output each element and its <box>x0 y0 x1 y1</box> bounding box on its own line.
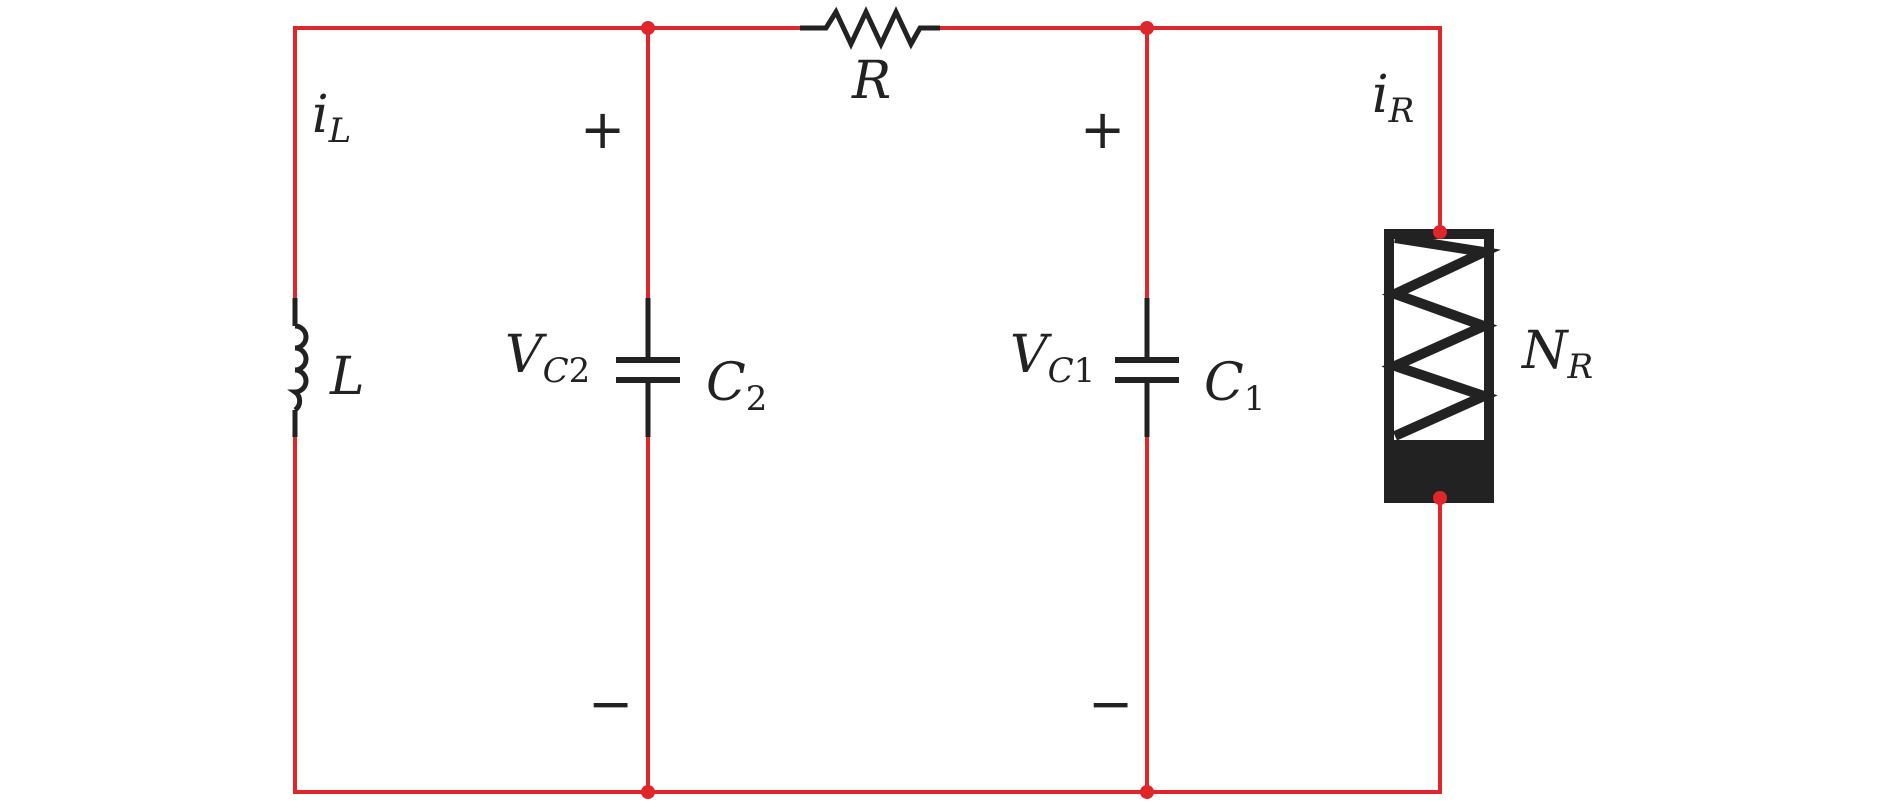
wire-left-lower <box>293 435 1442 794</box>
node-nr-top <box>1433 225 1447 239</box>
capacitor-c1 <box>1115 298 1179 437</box>
wires <box>293 26 1442 794</box>
label-i-r: iR <box>1372 65 1414 131</box>
wire-left-upper <box>293 26 650 300</box>
label-c1: C1 <box>1204 353 1265 419</box>
c2-plus-sign: + <box>580 98 625 161</box>
nr-filled-end <box>1384 440 1494 500</box>
c1-minus-sign: − <box>1088 672 1133 735</box>
label-c2: C2 <box>706 353 767 419</box>
resistor-r <box>800 6 940 50</box>
label-i-l: iL <box>312 85 351 151</box>
node-bottom-c1 <box>1140 785 1154 799</box>
capacitor-c2 <box>616 298 680 437</box>
c2-minus-sign: − <box>588 672 633 735</box>
node-top-c1 <box>1140 21 1154 35</box>
node-top-c2 <box>641 21 655 35</box>
nr-zigzag <box>1381 233 1501 441</box>
label-l: L <box>329 347 365 407</box>
inductor-l <box>287 298 309 437</box>
label-v-c2: VC2 <box>505 325 590 391</box>
label-n-r: NR <box>1520 321 1593 387</box>
node-bottom-c2 <box>641 785 655 799</box>
label-v-c1: VC1 <box>1010 325 1095 391</box>
label-r: R <box>851 51 891 111</box>
junction-nodes <box>641 21 1447 799</box>
node-nr-bottom <box>1433 491 1447 505</box>
wire-top-resistor-to-right <box>938 26 1442 234</box>
c1-plus-sign: + <box>1080 98 1125 161</box>
nonlinear-resistor-nr <box>1381 229 1501 503</box>
